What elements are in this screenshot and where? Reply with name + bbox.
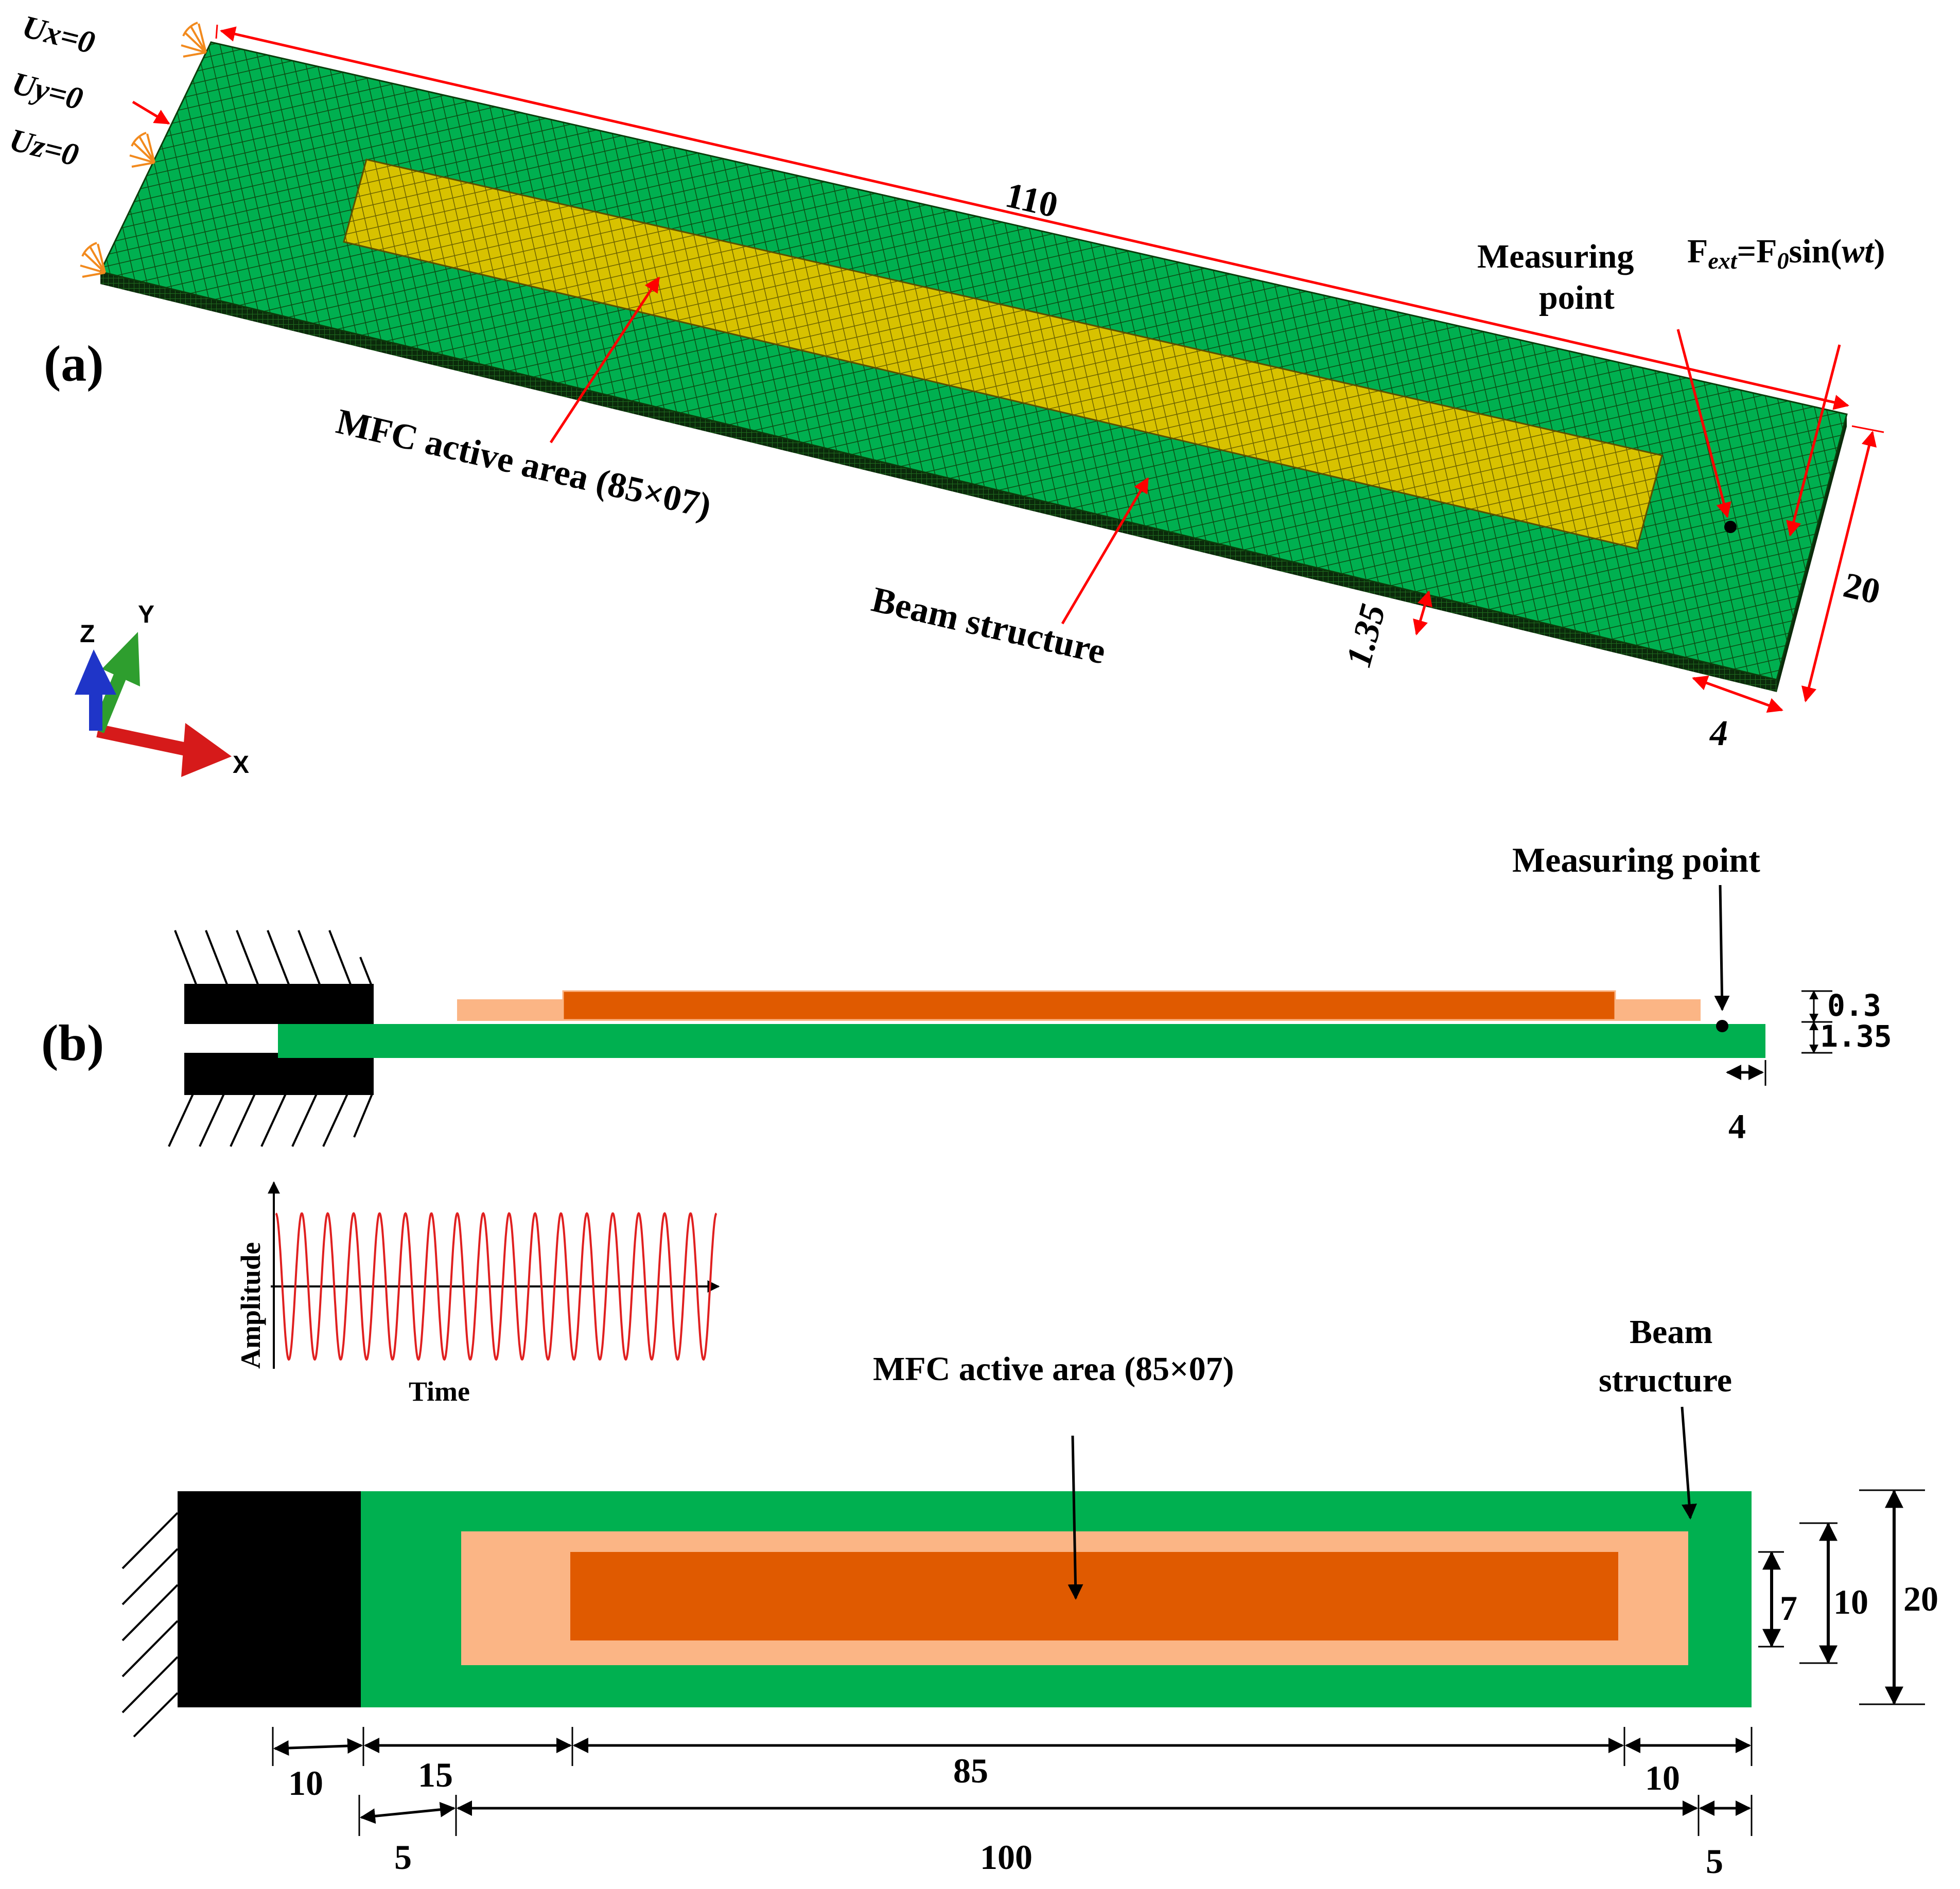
measuring-point-label-line2: point (1539, 279, 1615, 316)
measuring-pointer-arrow (1714, 885, 1730, 1011)
beam-pointer-arrow (1061, 477, 1149, 625)
dim-20-label: 20 (1903, 1579, 1938, 1618)
sine-wave (275, 1212, 717, 1361)
panel-b-top-view: MFC active area (85×07) Beam structure 7… (121, 1313, 1938, 1881)
dim-clamp-label: 10 (288, 1763, 323, 1803)
measuring-point-label: Measuring point (1512, 840, 1760, 879)
panel-a-label: (a) (44, 335, 104, 392)
mfc-active-top (570, 1552, 1618, 1640)
force-omega-t: wt (1842, 233, 1875, 270)
mfc-thickness-label: 0.3 (1827, 988, 1881, 1023)
beam-structure-label-line2: structure (1599, 1362, 1732, 1399)
excitation-signal-inset: Amplitude Time (235, 1181, 720, 1407)
bc-uz-label: Uz=0 (6, 122, 82, 173)
offset-4-label: 4 (1709, 714, 1728, 753)
panel-b-side-view: (b) Measuring point 0.3 1.35 (41, 840, 1892, 1147)
dim-clamp-line (273, 1738, 363, 1756)
coordinate-triad-icon: X Y Z (75, 601, 249, 779)
mfc-pointer-arrow (1068, 1435, 1083, 1600)
beam-structure-label: Beam structure (868, 580, 1109, 672)
measuring-pointer-arrow (1676, 329, 1731, 518)
panel-b-label: (b) (41, 1014, 104, 1071)
measuring-point-dot (1724, 521, 1737, 533)
panel-a: Ux=0 Uy=0 Uz=0 110 20 4 1.35 MFC active … (6, 9, 1885, 779)
signal-x-label: Time (409, 1376, 470, 1407)
mfc-active-area-label: MFC active area (85×07) (873, 1350, 1234, 1388)
fixed-support-icon (80, 242, 106, 278)
force-pointer-arrow (1786, 344, 1841, 537)
measuring-point-label-line1: Measuring (1477, 238, 1634, 275)
wall-hatch (121, 1512, 179, 1738)
length-dimensions-row1 (272, 1727, 1753, 1766)
beam-side (278, 1024, 1765, 1058)
force-equation: Fext=F0sin(wt) (1687, 233, 1885, 274)
length-110-label: 110 (1002, 175, 1061, 226)
axis-y-label: Y (138, 601, 154, 628)
force-subscript: ext (1708, 248, 1737, 274)
force-amp-subscript: 0 (1777, 248, 1789, 274)
clamp-lower-jaw (184, 1053, 374, 1095)
dim-10-label: 10 (1833, 1582, 1868, 1621)
width-20-label: 20 (1840, 566, 1884, 612)
dim-7-label: 7 (1780, 1588, 1797, 1628)
thickness-135-label: 1.35 (1339, 600, 1393, 671)
mfc-active-side (562, 990, 1616, 1021)
beam-structure-label-line1: Beam (1630, 1313, 1712, 1351)
dim-85-label: 85 (953, 1751, 988, 1790)
dim-15-label: 15 (418, 1755, 453, 1794)
force-paren: ) (1874, 233, 1885, 270)
force-symbol: F (1687, 233, 1708, 270)
fixed-support-icon (181, 22, 207, 58)
bc-uy-label: Uy=0 (9, 66, 86, 117)
mfc-pointer-arrow (549, 276, 660, 444)
clamp-block-top (178, 1491, 361, 1707)
offset-dimension-line (1692, 676, 1783, 713)
tip-offset-label: 4 (1728, 1107, 1746, 1146)
dim-5-left-label: 5 (394, 1838, 412, 1877)
length-dimension-line (220, 26, 1849, 410)
mfc-active-area-label: MFC active area (85×07) (332, 402, 714, 526)
dim-5-left-line (360, 1802, 456, 1824)
dim-100-label: 100 (980, 1838, 1032, 1877)
thickness-dimensions (1801, 990, 1832, 1054)
thickness-dimension-line (1413, 590, 1432, 635)
dimension-extension (215, 24, 218, 39)
clamp-upper-jaw (184, 984, 374, 1024)
axis-x-label: X (233, 751, 249, 779)
force-equals: =F (1737, 233, 1777, 270)
measuring-point-dot (1716, 1020, 1728, 1032)
dim-5-right-label: 5 (1706, 1842, 1723, 1881)
beam-pointer-arrow (1681, 1406, 1697, 1520)
length-dimensions-row2 (358, 1795, 1753, 1836)
dim-10-right-label: 10 (1645, 1758, 1680, 1797)
width-dimension-line (1801, 431, 1877, 702)
axis-z-label: Z (80, 621, 95, 648)
fixed-support-icon (129, 132, 155, 168)
clamp-hatch (168, 930, 373, 1147)
force-sin: sin( (1789, 233, 1842, 270)
bc-arrow (132, 100, 170, 125)
beam-thickness-label: 1.35 (1820, 1019, 1892, 1054)
dimension-extension (1851, 425, 1884, 433)
signal-y-label: Amplitude (235, 1242, 266, 1369)
bc-ux-label: Ux=0 (19, 9, 98, 61)
